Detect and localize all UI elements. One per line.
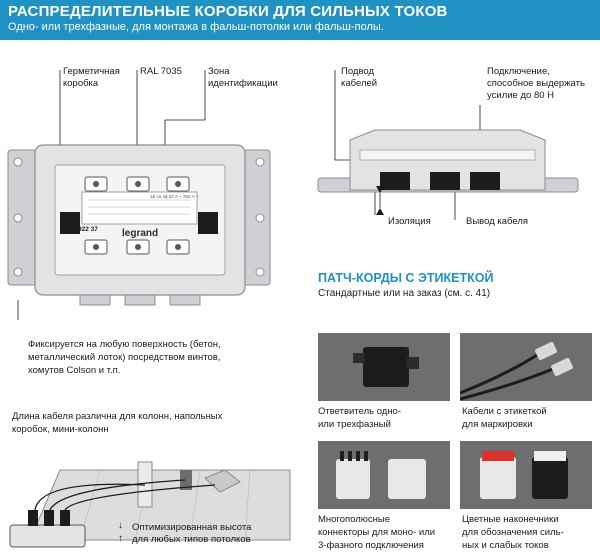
callout-id-zone: Зона идентификации: [208, 66, 278, 89]
box-rating: 1ϕ ou 3ϕ 32 A ~ 250 V ~: [150, 194, 199, 199]
box-reference: 922 37: [78, 226, 98, 233]
ceiling-installation-illustration: [9, 461, 291, 548]
arrow-up-icon: ↑: [118, 533, 123, 544]
multipole-connectors-photo: [318, 441, 450, 509]
splitter-photo: [318, 333, 450, 401]
height-text: Оптимизированная высота для любых типов …: [132, 522, 252, 545]
header-bar: [0, 0, 600, 40]
arrow-down-icon: ↓: [118, 520, 123, 531]
caption-labelled-cables: Кабели с этикеткой для маркировки: [462, 406, 547, 430]
callout-connection: Подключение, способное выдержать усилие …: [487, 66, 585, 101]
caption-coloured-tips: Цветные наконечники для обозначения силь…: [462, 514, 564, 551]
coloured-tips-photo: [460, 441, 592, 509]
labelled-cables-photo: [460, 333, 592, 401]
page-subtitle: Одно- или трехфазные, для монтажа в фаль…: [8, 21, 384, 33]
brand-logo: legrand: [122, 228, 159, 239]
callout-cable-entry: Подвод кабелей: [341, 66, 378, 89]
callout-ral: RAL 7035: [140, 66, 182, 77]
page-title: РАСПРЕДЕЛИТЕЛЬНЫЕ КОРОБКИ ДЛЯ СИЛЬНЫХ ТО…: [8, 3, 448, 20]
callout-cable-exit: Вывод кабеля: [466, 216, 529, 227]
patch-cords-title: ПАТЧ-КОРДЫ С ЭТИКЕТКОЙ: [318, 271, 494, 285]
caption-splitter: Ответвитель одно- или трехфазный: [318, 406, 402, 430]
caption-multipole: Многополюсные коннекторы для моно- или 3…: [318, 514, 436, 551]
junction-box-side-illustration: [317, 70, 579, 220]
cable-length-text: Длина кабеля различна для колонн, наполь…: [12, 411, 223, 435]
callout-mounting: Фиксируется на любую поверхность (бетон,…: [28, 339, 221, 376]
patch-cords-subtitle: Стандартные или на заказ (см. с. 41): [318, 288, 491, 299]
callout-insulation: Изоляция: [388, 216, 431, 227]
callout-sealed-box: Герметичная коробка: [63, 66, 120, 89]
junction-box-front-illustration: [7, 70, 271, 320]
